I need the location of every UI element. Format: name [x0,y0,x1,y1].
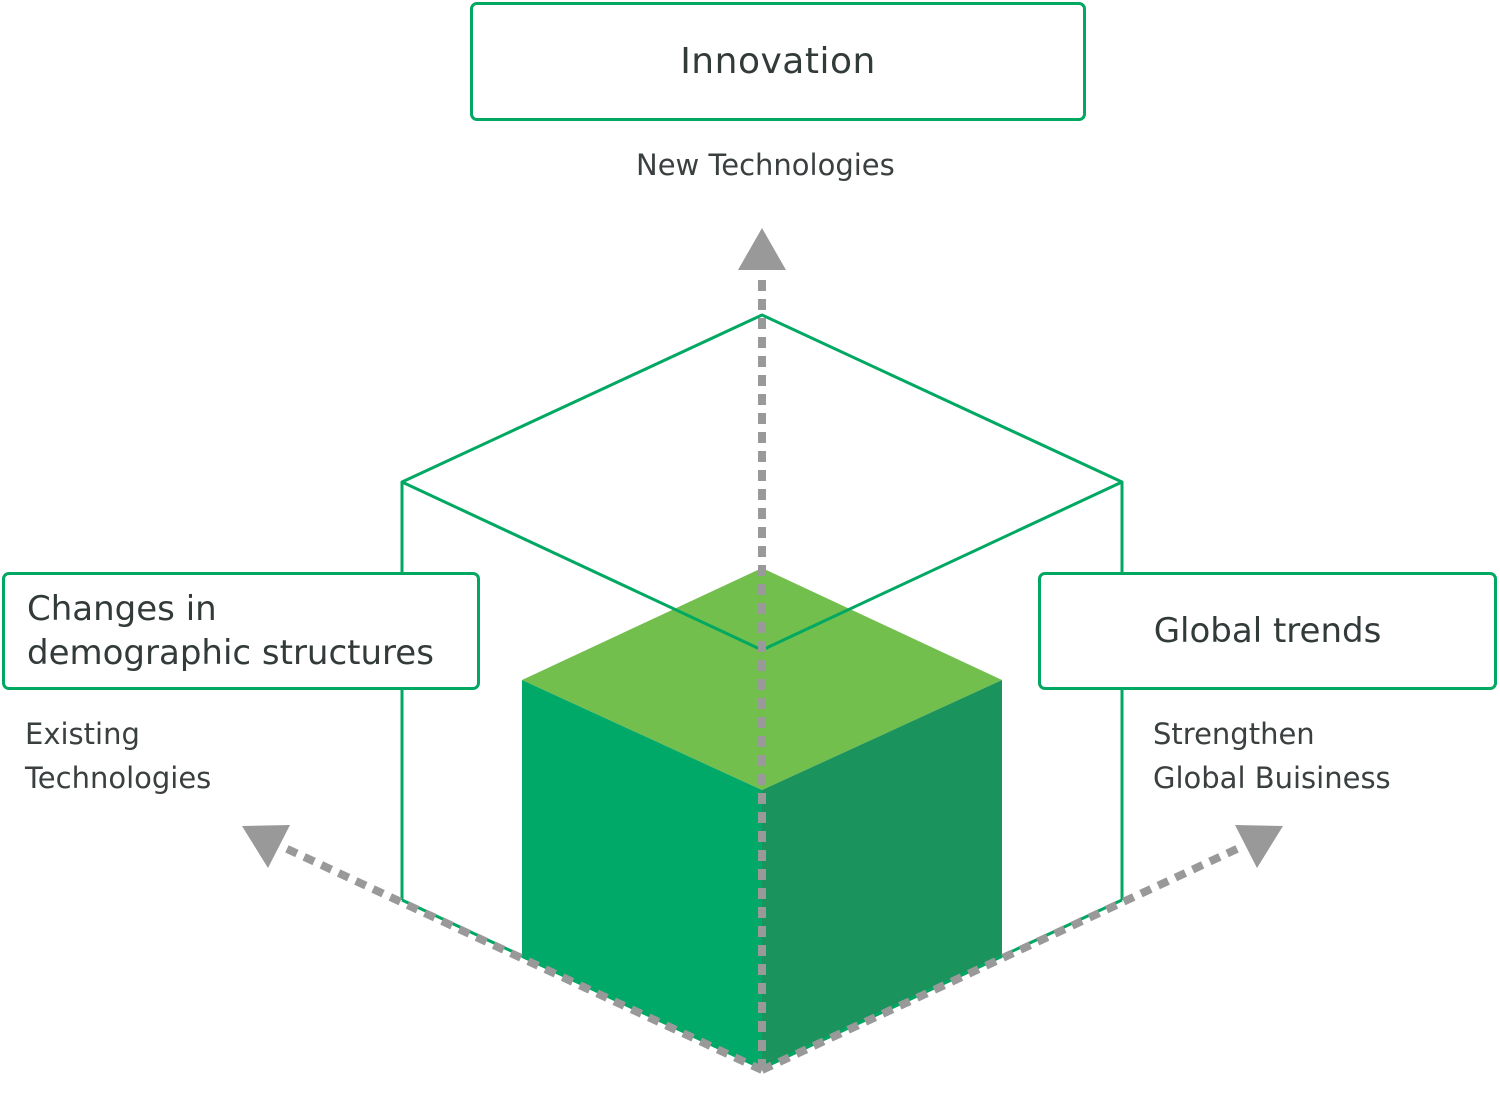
existing-technologies-line-1: Existing [25,717,140,751]
demographic-title: Changes in demographic structures [27,587,434,675]
left-axis-line [283,844,764,1074]
right-axis-line [760,844,1241,1074]
innovation-box: Innovation [470,2,1086,121]
strengthen-global-business-line-2: Global Buisiness [1153,761,1391,795]
new-technologies-label: New Technologies [636,143,895,187]
new-technologies-text: New Technologies [636,148,895,182]
existing-technologies-label: Existing Technologies [25,712,211,800]
demographic-title-line-1: Changes in [27,589,217,629]
up-arrowhead [738,228,786,270]
global-trends-box: Global trends [1038,572,1497,690]
global-trends-title: Global trends [1153,611,1382,651]
cube-left-face [522,680,762,1070]
right-arrowhead [1235,825,1283,868]
existing-technologies-line-2: Technologies [25,761,212,795]
innovation-title: Innovation [680,41,876,82]
cube-right-face [762,680,1002,1070]
strengthen-global-business-line-1: Strengthen [1153,717,1315,751]
strengthen-global-business-label: Strengthen Global Buisiness [1153,712,1391,800]
demographic-box: Changes in demographic structures [2,572,480,690]
axis-arrows [283,275,1241,1074]
left-arrowhead [242,825,290,868]
demographic-title-line-2: demographic structures [27,633,434,673]
